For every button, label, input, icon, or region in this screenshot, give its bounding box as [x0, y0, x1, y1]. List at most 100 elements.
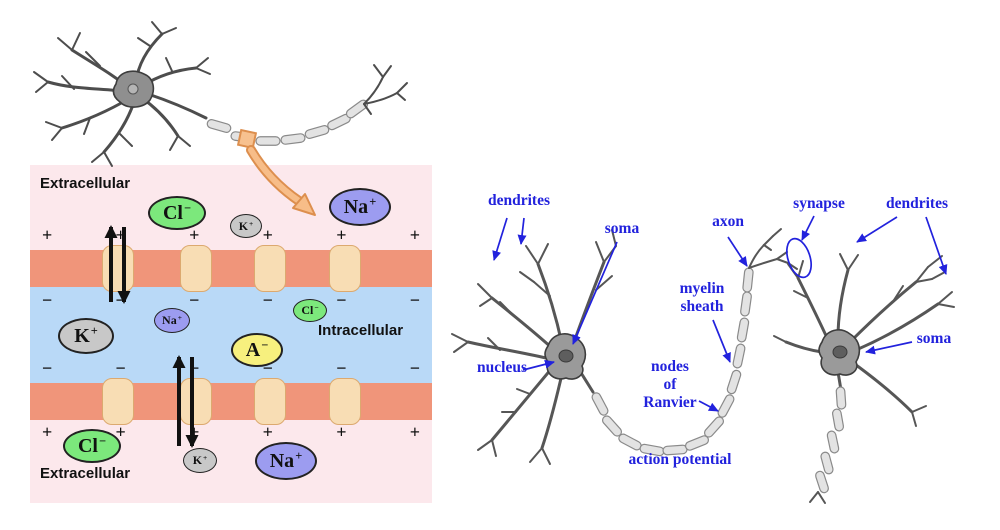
charge-sign: + [336, 422, 347, 442]
charge-row-plus: + + + + + + [42, 422, 420, 442]
charge-sign: + [336, 225, 347, 245]
soma-label-right: soma [916, 330, 952, 347]
ion-charge: − [314, 303, 319, 313]
soma [544, 333, 587, 380]
charge-row-plus: + + + + + + [42, 225, 420, 245]
charge-sign: − [409, 290, 420, 310]
ion-channel [254, 245, 286, 292]
action-potential-label: action potential [628, 451, 732, 468]
ion-channel [329, 378, 361, 425]
myelin-sheath [815, 386, 847, 494]
charge-sign: + [262, 422, 273, 442]
ion-symbol: K [74, 324, 90, 347]
charge-sign: − [409, 358, 420, 378]
charge-sign: − [189, 358, 200, 378]
ion-charge: + [369, 194, 377, 209]
ion-channel [254, 378, 286, 425]
axon-terminals [809, 491, 826, 504]
ion-potassium: K+ [183, 448, 217, 473]
ion-channel [180, 245, 212, 292]
ion-charge: − [98, 433, 107, 448]
ion-charge: − [261, 337, 269, 352]
labeled-neuron-right [773, 253, 955, 504]
nucleus-label: nucleus [477, 359, 527, 376]
dendrites [466, 260, 606, 450]
dendrites [46, 32, 208, 154]
synapse-circle [785, 237, 813, 279]
extracellular-label-top: Extracellular [40, 175, 131, 192]
ion-anion: A− [231, 333, 283, 367]
membrane-panel: + + + + + + − − − − − − − − − − − − + + + + + + Extracellula… [30, 165, 432, 503]
charge-sign: − [336, 358, 347, 378]
charge-sign: + [409, 422, 420, 442]
ion-potassium: K+ [58, 318, 114, 354]
charge-sign: + [42, 422, 53, 442]
ion-potassium: K+ [230, 214, 262, 238]
nucleus [558, 349, 574, 363]
axon-hillock [836, 370, 843, 392]
ion-symbol: K [192, 453, 203, 467]
charge-sign: − [115, 290, 126, 310]
zoom-source-box [236, 128, 258, 150]
ion-channel [102, 245, 134, 292]
ion-symbol: Na [343, 195, 369, 218]
ion-channel [329, 245, 361, 292]
axon-hillock [576, 366, 595, 394]
dendrites-label-right: dendrites [886, 195, 948, 212]
ion-symbol: K [238, 218, 249, 233]
ion-chloride: Cl− [148, 196, 206, 230]
ion-charge: + [295, 448, 303, 463]
membrane-band-bottom [30, 383, 432, 420]
ion-sodium: Na+ [154, 308, 190, 333]
charge-sign: + [409, 225, 420, 245]
dendrite-twigs [451, 229, 617, 465]
charge-sign: − [262, 290, 273, 310]
ion-channel [102, 378, 134, 425]
ion-channel [180, 378, 212, 425]
charge-sign: + [262, 225, 273, 245]
charge-sign: + [115, 225, 126, 245]
ion-charge: − [183, 200, 192, 215]
charge-sign: − [336, 290, 347, 310]
dendrites-label-left: dendrites [488, 192, 550, 209]
dendrite-twigs [33, 21, 211, 167]
charge-sign: + [189, 422, 200, 442]
nucleus [127, 83, 139, 95]
ion-symbol: A [245, 338, 261, 361]
charge-sign: + [42, 225, 53, 245]
intracellular-label: Intracellular [318, 322, 404, 339]
membrane-band-top [30, 250, 432, 287]
ion-charge: + [203, 453, 208, 463]
nucleus [832, 345, 848, 359]
ion-symbol: Cl [77, 434, 98, 457]
charge-sign: − [42, 290, 53, 310]
myelin-sheath [206, 99, 369, 146]
axon-terminals [748, 228, 798, 270]
charge-sign: + [115, 422, 126, 442]
ion-symbol: Na [269, 449, 295, 472]
soma-label-left: soma [604, 220, 640, 237]
soma [818, 329, 861, 376]
charge-sign: − [115, 358, 126, 378]
ion-chloride: Cl− [293, 299, 327, 322]
ion-chloride: Cl− [63, 429, 121, 463]
ion-symbol: Cl [162, 201, 183, 224]
synapse-label: synapse [793, 195, 845, 212]
ion-sodium: Na+ [329, 188, 391, 226]
charge-sign: + [189, 225, 200, 245]
ion-symbol: Na [162, 313, 177, 327]
soma [112, 70, 155, 108]
charge-sign: − [42, 358, 53, 378]
charge-sign: − [189, 290, 200, 310]
myelin-sheath-label: myelin sheath [679, 280, 725, 315]
extracellular-label-bottom: Extracellular [40, 465, 131, 482]
charge-sign: − [262, 358, 273, 378]
charge-row-minus: −−−−−− [42, 358, 420, 378]
ion-charge: + [177, 313, 182, 323]
charge-row-minus: −−−−−− [42, 290, 420, 310]
ion-charge: + [249, 218, 254, 228]
axon-terminals [363, 64, 408, 115]
axon-label: axon [712, 213, 744, 230]
labeled-neuron-left [451, 228, 798, 465]
